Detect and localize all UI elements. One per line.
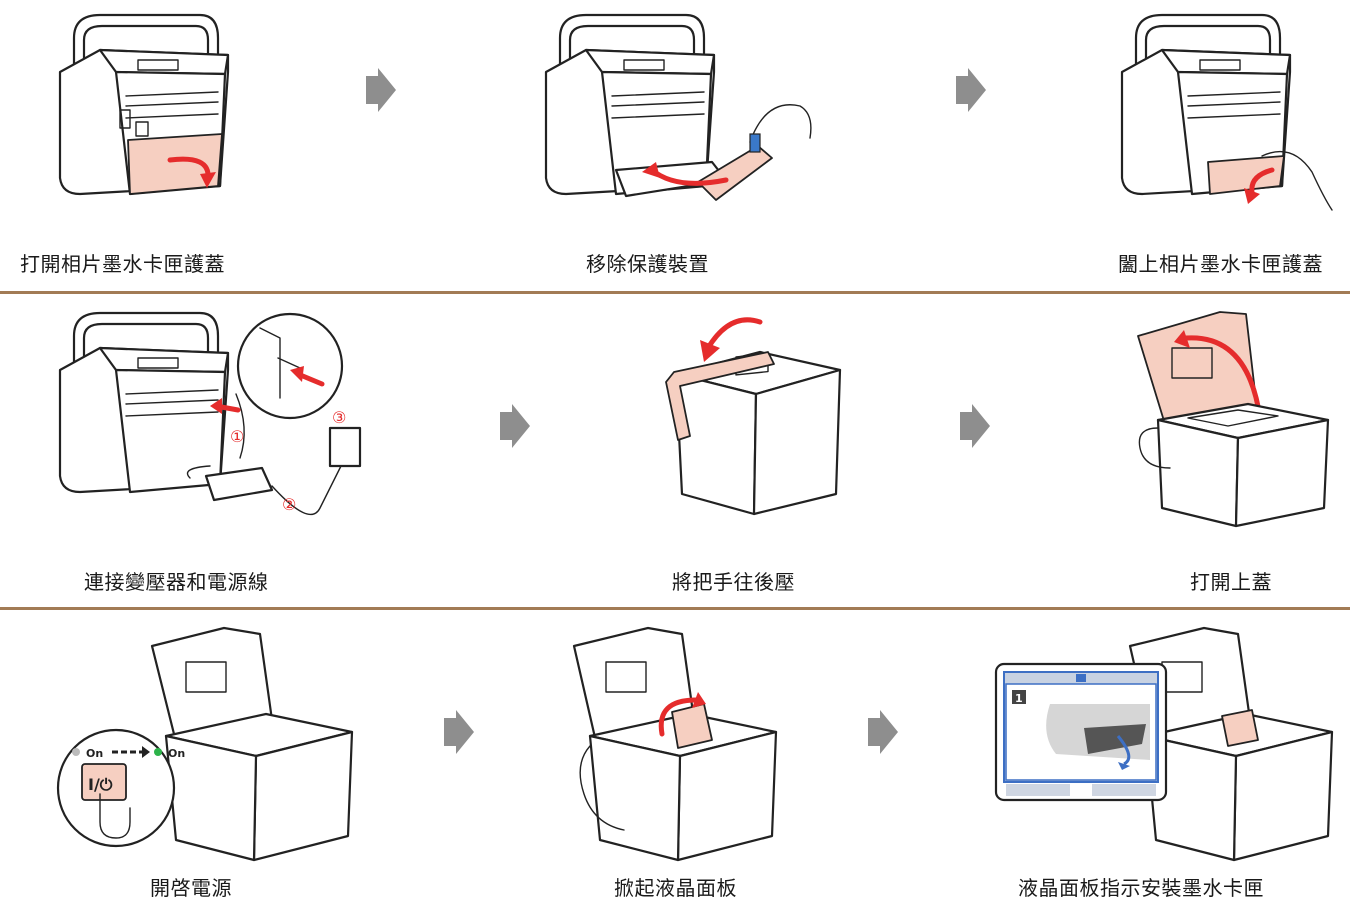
callout-1: ① <box>230 427 244 446</box>
callout-3: ③ <box>332 408 346 427</box>
caption-step-2: 移除保護裝置 <box>586 252 709 276</box>
step-lcd-instructions: 1 <box>990 624 1346 864</box>
remove-protective-material-icon <box>544 13 812 201</box>
caption-step-1: 打開相片墨水卡匣護蓋 <box>20 252 225 276</box>
power-button-label: I/⏻ <box>88 775 113 794</box>
power-adapter-connect-icon: ① ② ③ <box>58 311 362 516</box>
step-connect-adapter: ① ② ③ <box>50 308 362 558</box>
step-close-cartridge-cover <box>1112 10 1342 220</box>
printer-rear-cover-close-icon <box>1120 13 1333 211</box>
caption-step-6: 打開上蓋 <box>1190 570 1272 594</box>
row-divider <box>0 291 1350 294</box>
next-arrow-icon <box>500 404 530 448</box>
handle-push-back-icon <box>665 317 842 516</box>
row-divider <box>0 607 1350 610</box>
caption-step-8: 掀起液晶面板 <box>614 876 737 900</box>
row-2: ① ② ③ 連接變壓器和電源線 將把手往後壓 <box>0 294 1350 604</box>
callout-2: ② <box>282 495 296 514</box>
next-arrow-icon <box>960 404 990 448</box>
step-open-cartridge-cover <box>50 10 250 200</box>
next-arrow-icon <box>444 710 474 754</box>
caption-step-4: 連接變壓器和電源線 <box>84 570 269 594</box>
step-open-top-cover <box>1128 308 1338 538</box>
step-remove-protective-material <box>536 10 826 210</box>
caption-step-5: 將把手往後壓 <box>672 570 795 594</box>
row-3: On On I/⏻ 開啓電源 掀起液晶面板 <box>0 610 1350 900</box>
caption-step-7: 開啓電源 <box>150 876 232 900</box>
led-on-label: On <box>168 747 185 760</box>
step-lift-lcd-panel <box>570 624 780 864</box>
lcd-step-number: 1 <box>1015 692 1023 705</box>
lift-lcd-panel-icon <box>572 626 778 862</box>
step-power-on: On On I/⏻ <box>56 624 356 864</box>
power-on-icon: On On I/⏻ <box>56 626 354 862</box>
step-push-handle-back <box>650 308 850 528</box>
caption-step-9: 液晶面板指示安裝墨水卡匣 <box>1018 876 1264 900</box>
lcd-install-cartridge-icon: 1 <box>994 626 1334 862</box>
row-1: 打開相片墨水卡匣護蓋 移除保護裝置 <box>0 0 1350 290</box>
printer-rear-cover-open-icon <box>58 13 230 196</box>
led-off-label: On <box>86 747 103 760</box>
open-top-cover-icon <box>1137 311 1330 528</box>
next-arrow-icon <box>956 68 986 112</box>
next-arrow-icon <box>868 710 898 754</box>
caption-step-3: 闔上相片墨水卡匣護蓋 <box>1118 252 1323 276</box>
next-arrow-icon <box>366 68 396 112</box>
